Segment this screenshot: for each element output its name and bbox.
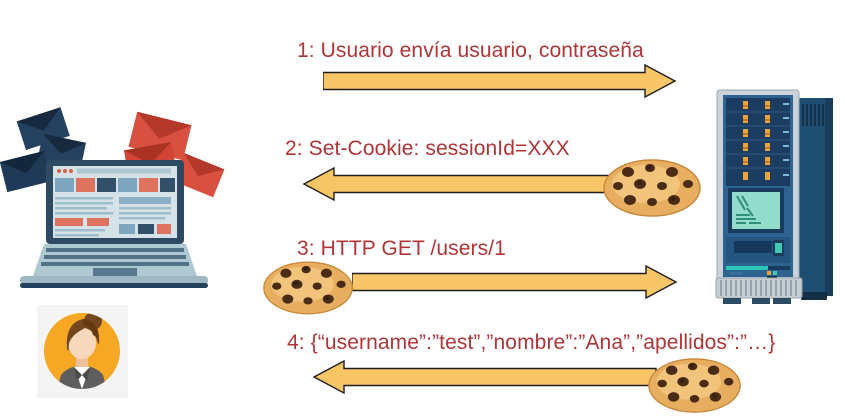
woman-avatar-icon bbox=[37, 305, 128, 398]
envelope-icon bbox=[172, 152, 225, 198]
message-label-3: 3: HTTP GET /users/1 bbox=[297, 237, 506, 260]
envelope-icon bbox=[0, 150, 52, 193]
message-label-1: 1: Usuario envía usuario, contraseña bbox=[297, 39, 644, 62]
server-tower-illustration bbox=[715, 89, 833, 304]
server-screen bbox=[728, 188, 784, 233]
laptop-emails-illustration bbox=[0, 107, 225, 288]
arrow-right-icon bbox=[352, 265, 678, 299]
laptop-keyboard bbox=[20, 244, 208, 288]
cookie-icon bbox=[648, 358, 741, 413]
message-label-2: 2: Set-Cookie: sessionId=XXX bbox=[285, 137, 570, 160]
cookie-icon bbox=[263, 261, 353, 315]
arrow-left-icon bbox=[302, 167, 610, 201]
arrow-left-icon bbox=[312, 360, 657, 394]
laptop-screen bbox=[46, 160, 184, 244]
arrow-right-icon bbox=[323, 64, 677, 98]
message-label-4: 4: {“username”:”test”,”nombre”:”Ana”,”ap… bbox=[287, 331, 776, 354]
server-led-lights bbox=[743, 101, 789, 180]
cookie-icon bbox=[603, 159, 701, 217]
